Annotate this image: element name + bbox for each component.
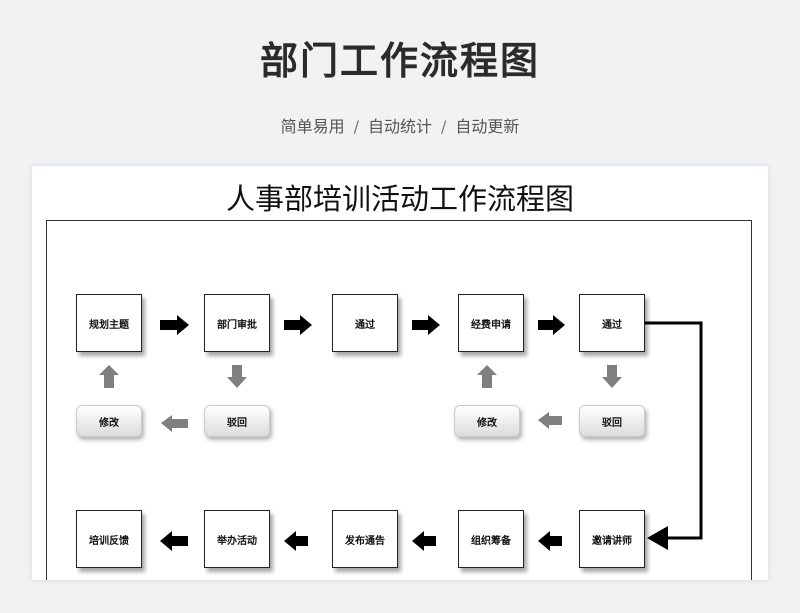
sheet-title: 人事部培训活动工作流程图 — [225, 182, 574, 216]
arrow-left-icon — [412, 531, 436, 551]
arrow-up-icon — [99, 365, 119, 388]
connector-line — [645, 321, 703, 550]
arrow-down-icon — [602, 365, 622, 388]
preview-sheet: 人事部培训活动工作流程图 规划主题 部门审批 通过 经费申请 通过 修改 驳回 … — [32, 166, 768, 580]
arrow-right-icon — [284, 315, 312, 335]
arrow-left-icon — [160, 531, 188, 551]
arrow-left-icon — [538, 412, 562, 429]
arrow-right-icon — [160, 315, 189, 335]
arrow-right-icon — [538, 315, 565, 335]
node-pass-1: 通过 — [332, 294, 398, 352]
node-organize-prep: 组织筹备 — [458, 510, 524, 568]
node-hold-event: 举办活动 — [204, 510, 270, 568]
page-title: 部门工作流程图 — [259, 39, 540, 83]
node-budget-request: 经费申请 — [458, 294, 524, 352]
node-plan-topic: 规划主题 — [76, 294, 142, 352]
arrow-left-icon — [284, 531, 308, 551]
arrow-right-icon — [412, 315, 440, 335]
node-training-feedback: 培训反馈 — [76, 510, 142, 568]
feature-tags: 简单易用 / 自动统计 / 自动更新 — [0, 113, 800, 137]
node-pass-2: 通过 — [579, 294, 645, 352]
pill-revise-2: 修改 — [454, 405, 520, 437]
arrow-down-icon — [227, 365, 247, 388]
tag-auto-update: 自动更新 — [455, 117, 520, 136]
node-invite-lecturer: 邀请讲师 — [579, 510, 645, 568]
pill-reject-2: 驳回 — [579, 405, 645, 437]
diagram-frame — [46, 220, 752, 580]
arrow-left-icon — [538, 531, 562, 551]
flow-arrows — [99, 315, 703, 551]
tag-separator: / — [441, 117, 447, 136]
node-dept-approval: 部门审批 — [204, 294, 270, 352]
pill-revise-1: 修改 — [76, 405, 142, 437]
tag-auto-stats: 自动统计 — [367, 117, 432, 136]
tag-easy: 简单易用 — [280, 117, 345, 136]
tag-separator: / — [353, 117, 359, 136]
arrow-left-icon — [161, 415, 188, 432]
arrow-up-icon — [477, 365, 497, 388]
node-publish-notice: 发布通告 — [332, 510, 398, 568]
pill-reject-1: 驳回 — [204, 405, 270, 437]
